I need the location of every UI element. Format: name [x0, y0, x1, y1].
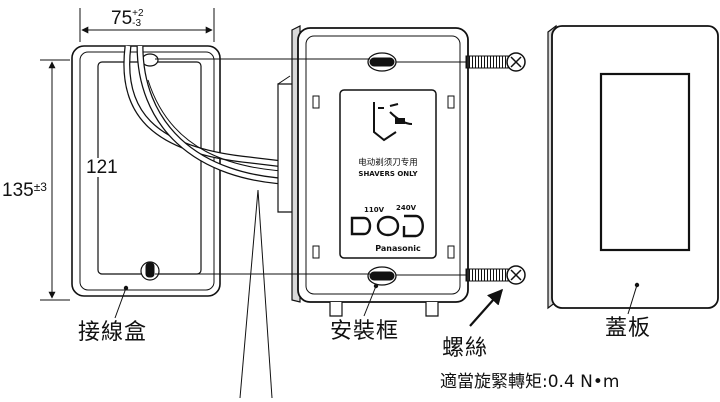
- torque-spec-label: 適當旋緊轉矩:0.4 N•m: [440, 372, 620, 392]
- voltage-240-label: 240V: [396, 204, 417, 212]
- width-tol-upper: +2: [132, 8, 144, 19]
- leader-lines: [114, 284, 638, 319]
- shaver-face-icon: [373, 102, 413, 142]
- cables: [123, 45, 301, 399]
- width-dimension-label: 75+2-3: [111, 9, 144, 29]
- height-dimension-label: 135±3: [2, 181, 47, 200]
- voltage-110-label: 110V: [364, 206, 385, 214]
- screw-label: 螺絲: [442, 336, 489, 361]
- mounting-frame-label: 安裝框: [330, 319, 400, 344]
- alignment-lines: [155, 58, 466, 276]
- width-tolerance: +2-3: [132, 9, 143, 29]
- faceplate-english-text: SHAVERS ONLY: [358, 170, 418, 178]
- hole-spacing-label: 121: [86, 157, 118, 178]
- screw-bottom: [465, 265, 526, 285]
- mounting-frame: [277, 25, 469, 317]
- screw-top: [465, 52, 526, 72]
- height-value: 135: [2, 180, 34, 201]
- faceplate-chinese-text: 电动剃须刀专用: [358, 157, 418, 168]
- faceplate-brand: Panasonic: [375, 244, 421, 253]
- cover-plate: [547, 24, 719, 310]
- screw-callout-arrow: [469, 288, 504, 327]
- socket-icons: [350, 214, 424, 238]
- height-tolerance: ±3: [33, 180, 47, 194]
- cover-plate-label: 蓋板: [605, 316, 652, 341]
- width-tol-lower: -3: [132, 18, 142, 29]
- junction-box-label: 接線盒: [78, 320, 148, 345]
- junction-box: [71, 45, 221, 297]
- width-value: 75: [111, 8, 133, 29]
